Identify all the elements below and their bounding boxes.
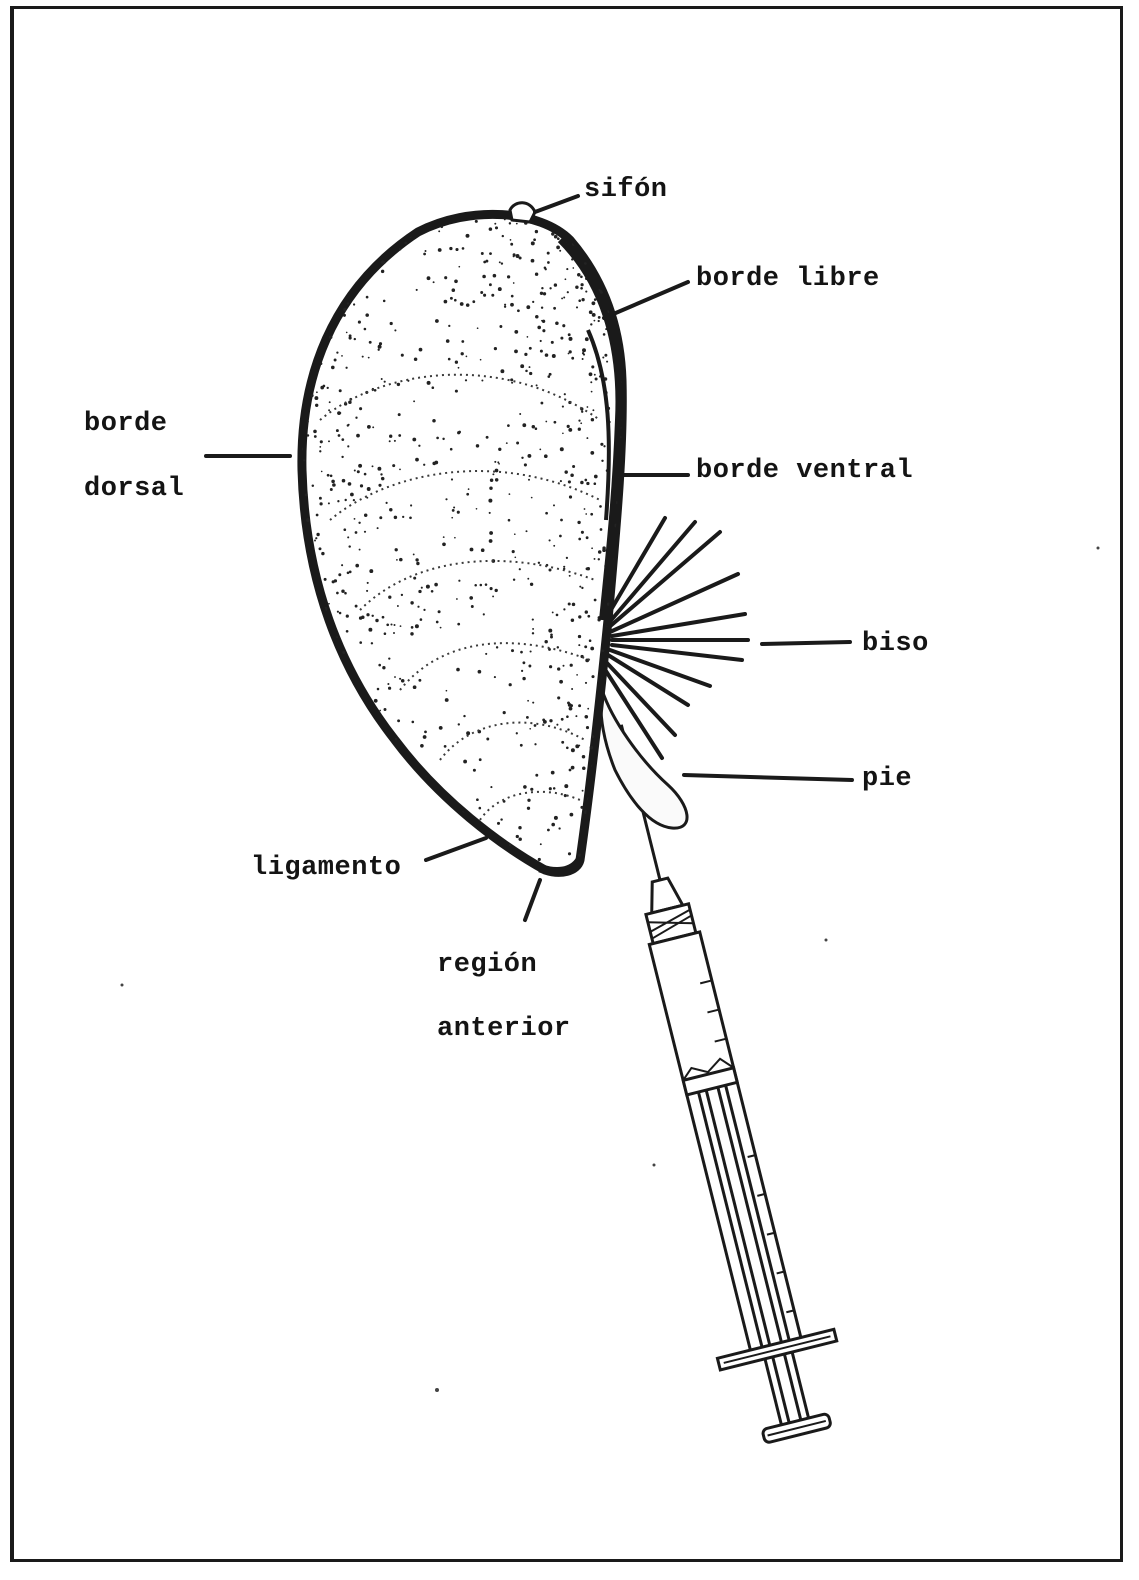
label-biso: biso xyxy=(862,629,929,659)
mussel-shell-illustration xyxy=(299,203,626,874)
label-region-anterior-line2: anterior xyxy=(437,1014,571,1044)
label-borde-dorsal-line2: dorsal xyxy=(84,474,184,504)
syringe-illustration xyxy=(563,710,857,1449)
label-pie: pie xyxy=(862,764,912,794)
label-ligamento: ligamento xyxy=(251,853,401,883)
foot-illustration xyxy=(601,690,687,828)
byssus-threads xyxy=(604,518,748,758)
label-borde-libre: borde libre xyxy=(696,264,880,294)
paper-specks xyxy=(121,547,1100,1393)
label-region-anterior-line1: región xyxy=(437,950,537,980)
label-borde-dorsal-line1: borde xyxy=(84,409,168,439)
label-sifon: sifón xyxy=(584,175,668,205)
label-borde-ventral: borde ventral xyxy=(696,456,913,486)
